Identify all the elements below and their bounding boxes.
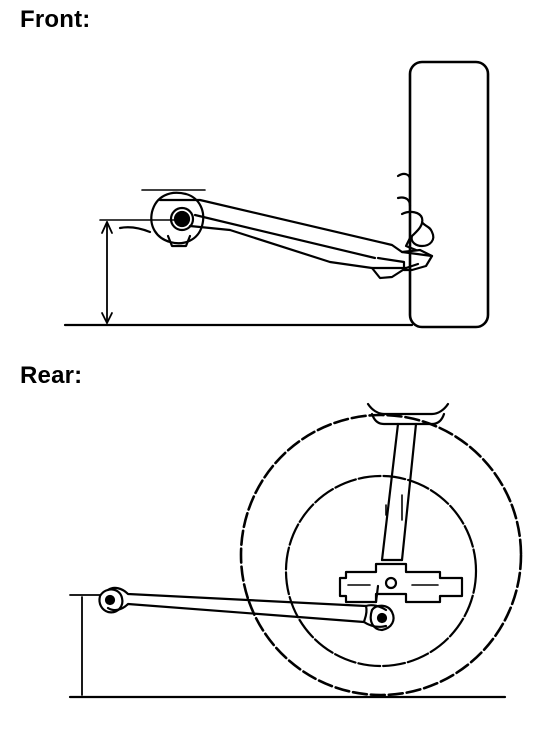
rear-wheel-rim (284, 474, 478, 668)
front-height-dimension (99, 219, 176, 324)
front-bushing (118, 191, 205, 248)
rear-hub (338, 562, 464, 604)
rear-strut-mount (366, 402, 450, 426)
rear-height-dimension (69, 594, 101, 696)
rear-trailing-arm (98, 584, 395, 632)
front-suspension-drawing (63, 60, 490, 329)
front-section-title: Front: (20, 6, 91, 33)
rear-suspension-drawing (68, 402, 523, 699)
rear-section-title: Rear: (20, 362, 83, 389)
front-ball-joint (396, 172, 435, 252)
front-lower-arm (158, 198, 434, 280)
rear-strut (380, 422, 418, 562)
rear-wheel-tire (239, 413, 523, 697)
front-wheel (408, 60, 490, 329)
